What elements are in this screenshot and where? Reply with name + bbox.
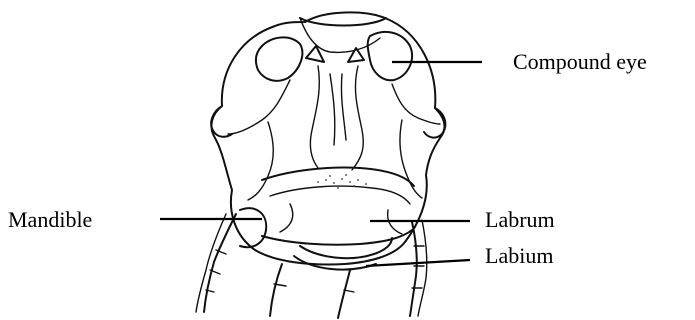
labrum-label: Labrum xyxy=(485,207,555,232)
labium-label: Labium xyxy=(485,243,553,268)
epicranial-suture-left xyxy=(310,66,319,168)
insect-head-drawing xyxy=(196,12,445,318)
right-palp xyxy=(410,222,417,316)
occipital-line-left xyxy=(248,122,273,200)
labrum-inner-left xyxy=(280,204,293,232)
labrum-lower-edge xyxy=(262,230,412,245)
left-inner-palp xyxy=(270,264,282,316)
occipital-line-right xyxy=(400,120,422,198)
left-compound-eye xyxy=(256,37,302,80)
epicranial-suture-right xyxy=(352,66,363,170)
right-compound-eye xyxy=(368,32,412,80)
gena-line-left xyxy=(228,80,290,134)
left-palp-outline xyxy=(196,214,226,312)
head-capsule-outline xyxy=(211,12,444,264)
frontal-line-2 xyxy=(341,74,346,140)
mandible-label: Mandible xyxy=(8,207,92,232)
frontal-line xyxy=(330,74,335,145)
right-palp-outline xyxy=(418,220,427,316)
labium-pointer xyxy=(366,260,470,266)
clypeus xyxy=(262,168,414,187)
left-cheek xyxy=(211,106,232,137)
labrum-top xyxy=(270,186,410,204)
compound-eye-label: Compound eye xyxy=(513,49,647,74)
center-palp xyxy=(338,270,350,318)
gena-line-right xyxy=(392,84,440,124)
